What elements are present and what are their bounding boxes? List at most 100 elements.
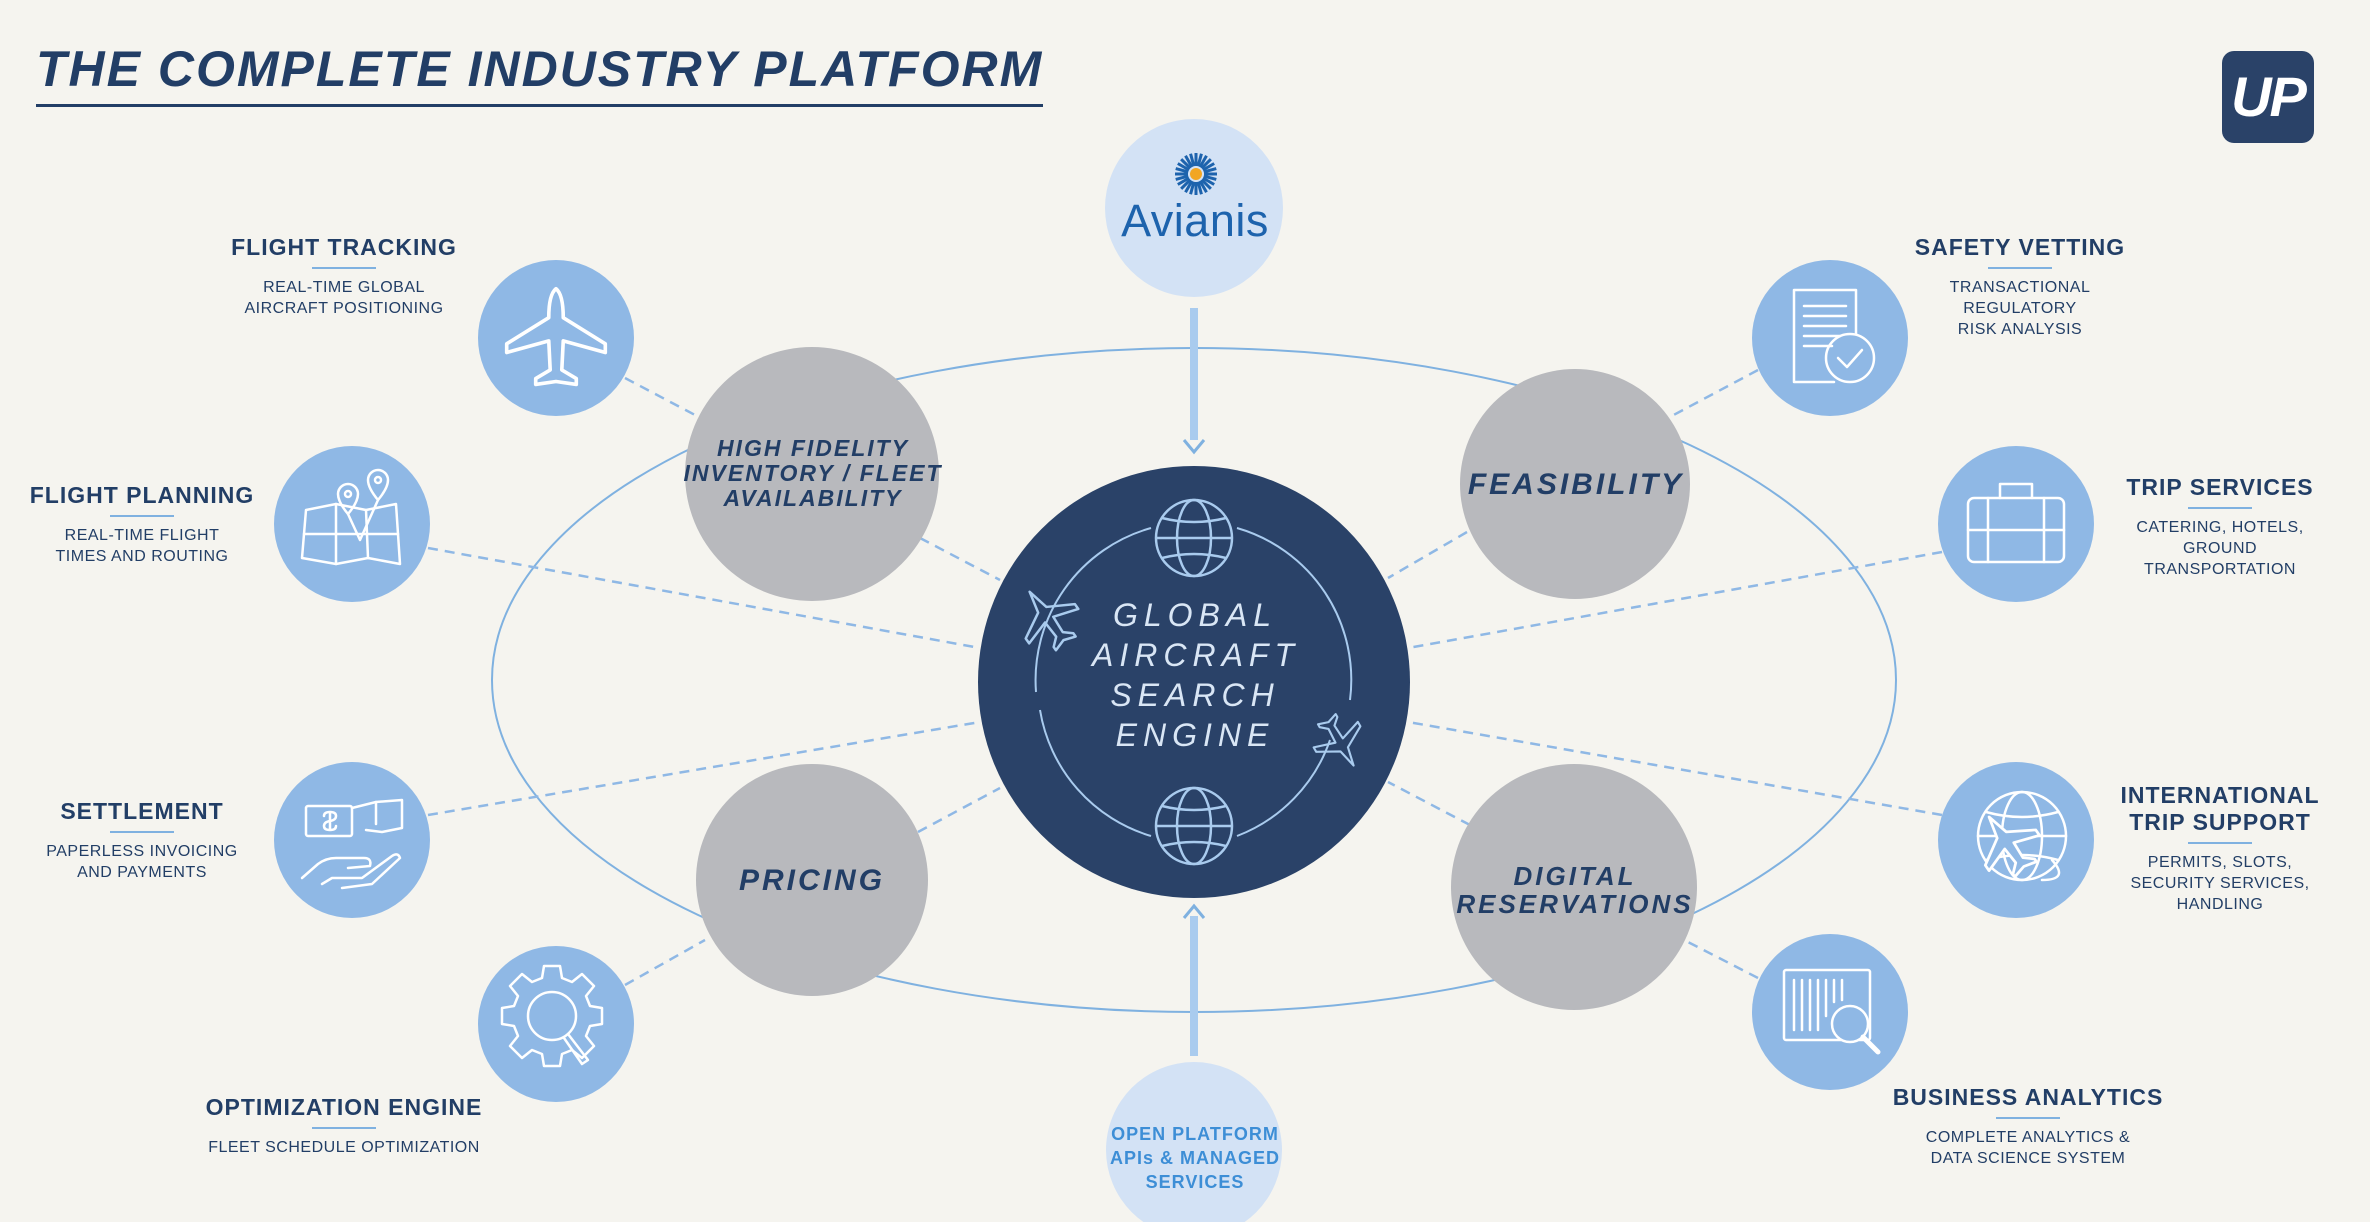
node-title: TRIP SERVICES [2126,474,2314,500]
gear-search-icon [500,964,604,1068]
core-line: AIRCRAFT [1092,637,1300,673]
business-analytics-circle [1752,934,1908,1090]
barcode-search-icon [1782,968,1881,1055]
sunburst-ray [1177,162,1190,172]
pillar-line: AVAILABILITY [723,485,903,511]
sunburst-ray [1200,158,1212,170]
core-line: GLOBAL [1112,597,1278,633]
connector-feasibility-core [1387,530,1468,580]
pillar-digital-circle [1451,764,1697,1010]
node-title-rule [110,831,174,833]
avianis-brand-text: Avianis [1121,195,1269,246]
briefcase-icon [1966,482,2066,564]
globe-icon-bottom [1154,786,1234,866]
node-title: SETTLEMENT [60,798,224,824]
core-line: ENGINE [1115,717,1275,753]
sunburst-ray [1202,162,1215,172]
connector-intl-trip [1407,720,1943,817]
node-desc: PERMITS, SLOTS, [2147,854,2293,871]
connector-optimization [624,938,706,987]
optimization-label: OPTIMIZATION ENGINE FLEET SCHEDULE OPTIM… [184,1094,504,1158]
pillar-line: PRICING [738,864,885,897]
sunburst-ray [1175,174,1189,181]
node-desc: HANDLING [2176,896,2264,913]
pillar-inventory-circle [685,347,939,601]
node-desc: TRANSACTIONAL [1949,279,2091,296]
open-platform-label: OPEN PLATFORM APIs & MANAGED SERVICES [1100,1122,1290,1194]
sunburst-ray [1184,180,1194,193]
flight-planning-label: FLIGHT PLANNING REAL-TIME FLIGHT TIMES A… [22,482,262,567]
airplane-icon [504,286,608,387]
optimization-circle [478,946,634,1102]
map-pins-icon [300,468,402,566]
sunburst-ray [1196,153,1203,167]
avianis-circle [1105,119,1283,297]
sunburst-center [1190,168,1202,180]
node-desc: RISK ANALYSIS [1957,321,2083,338]
node-title-rule [2188,842,2252,844]
globe-icon-top [1154,498,1234,578]
core-label: GLOBAL AIRCRAFT SEARCH ENGINE [1092,595,1298,755]
pillar-line: RESERVATIONS [1456,889,1694,919]
open-platform-line: SERVICES [1145,1172,1245,1192]
sunburst-ray [1189,181,1196,195]
sunburst-ray [1175,167,1189,174]
pillar-feasibility-circle [1460,369,1690,599]
connector-flight-tracking [624,376,696,417]
node-title: BUSINESS ANALYTICS [1892,1084,2164,1110]
node-desc: REAL-TIME GLOBAL [263,279,425,296]
node-title-rule [312,1127,376,1129]
trip-services-label: TRIP SERVICES CATERING, HOTELS, GROUND T… [2100,474,2340,580]
intl-trip-support-label: INTERNATIONAL TRIP SUPPORT PERMITS, SLOT… [2100,782,2340,915]
sunburst-ray [1184,155,1194,168]
sunburst-ray [1177,176,1190,186]
node-desc: FLEET SCHEDULE OPTIMIZATION [208,1139,480,1156]
bottom-arrow [1182,903,1206,1056]
node-desc: PAPERLESS INVOICING [46,843,238,860]
pillar-line: FEASIBILITY [1467,468,1685,501]
node-title-rule [312,267,376,269]
node-desc: TIMES AND ROUTING [55,548,229,565]
flight-tracking-circle [478,260,634,416]
business-analytics-label: BUSINESS ANALYTICS COMPLETE ANALYTICS & … [1870,1084,2186,1169]
open-platform-circle [1106,1062,1282,1222]
open-platform-line: OPEN PLATFORM [1111,1124,1279,1144]
page-title: THE COMPLETE INDUSTRY PLATFORM [36,40,1044,107]
up-logo: UP [2222,51,2314,143]
payment-hand-icon [300,798,404,890]
sunburst-ray [1189,153,1196,167]
node-title-rule [1988,267,2052,269]
pillar-line: DIGITAL [1513,861,1637,891]
airplane-icon-left [1024,590,1080,652]
safety-vetting-label: SAFETY VETTING TRANSACTIONAL REGULATORY … [1880,234,2160,340]
node-desc: REGULATORY [1963,300,2077,317]
connector-trip-services [1407,550,1943,650]
node-title: INTERNATIONAL [2120,782,2320,808]
connector-lines [427,368,1943,987]
node-title-rule [110,515,174,517]
sunburst-ray [1203,174,1217,181]
flight-tracking-label: FLIGHT TRACKING REAL-TIME GLOBAL AIRCRAF… [204,234,484,319]
sunburst-ray [1180,158,1192,170]
node-title: TRIP SUPPORT [2129,809,2311,835]
node-desc: COMPLETE ANALYTICS & [1925,1129,2131,1146]
node-desc: CATERING, HOTELS, [2136,519,2304,536]
connector-business-analytics [1687,940,1759,980]
node-title: FLIGHT TRACKING [231,234,457,260]
sunburst-ray [1196,181,1203,195]
safety-vetting-circle [1752,260,1908,416]
node-title: FLIGHT PLANNING [29,482,255,508]
node-desc: AND PAYMENTS [77,864,207,881]
connector-inventory-core [919,536,1001,582]
airplane-icon-right [1312,713,1362,767]
node-desc: AIRCRAFT POSITIONING [244,300,444,317]
settlement-label: SETTLEMENT PAPERLESS INVOICING AND PAYME… [22,798,262,883]
pillar-pricing-circle [696,764,928,996]
open-platform-line: APIs & MANAGED [1109,1148,1280,1168]
connector-settlement [427,720,981,817]
sunburst-ray [1198,155,1208,168]
avianis-logo-icon [1175,153,1217,195]
sunburst-ray [1200,178,1212,190]
connector-flight-planning [427,546,981,650]
